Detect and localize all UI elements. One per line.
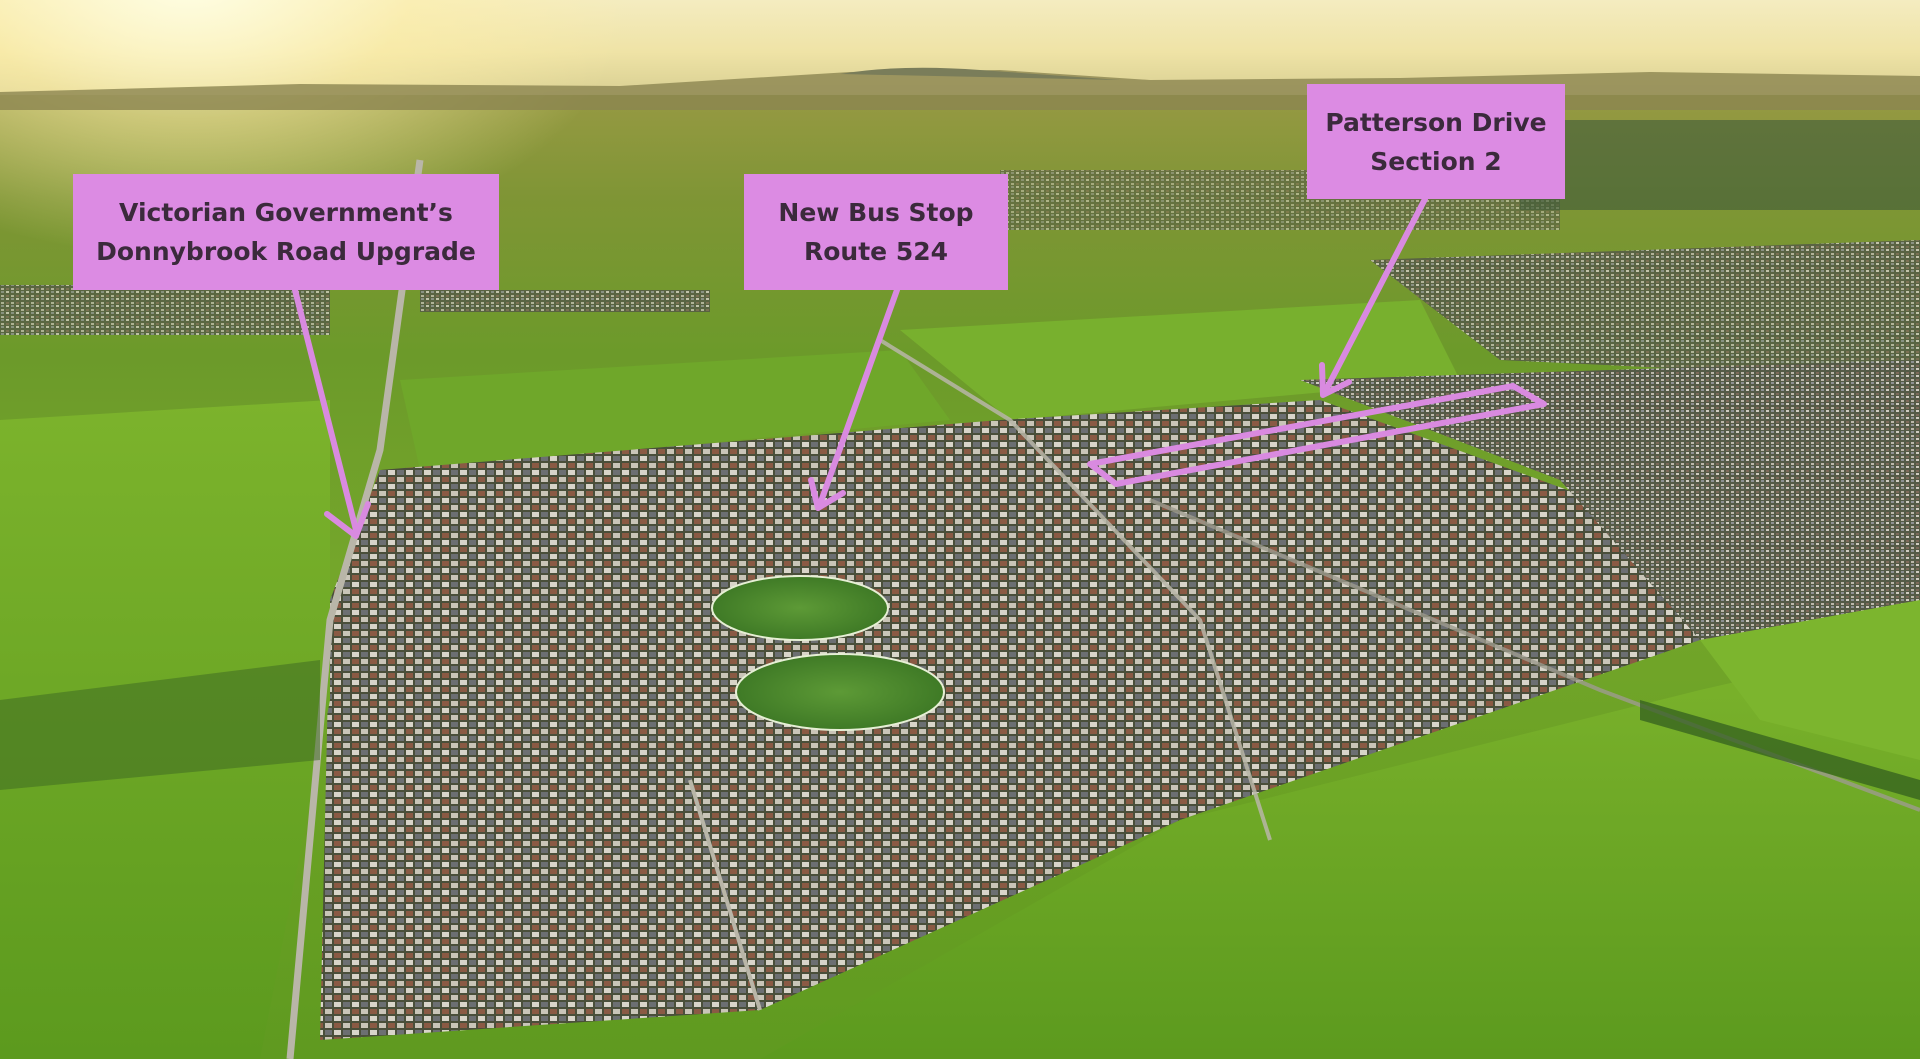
patterson-drive-callout: Patterson Drive Section 2 — [1307, 84, 1565, 199]
donnybrook-callout-line1: Victorian Government’s — [119, 198, 453, 227]
east-road — [1149, 498, 1920, 812]
patterson-callout-line1: Patterson Drive — [1325, 107, 1547, 137]
housing-estate — [320, 400, 1700, 1040]
donnybrook-callout-line2: Donnybrook Road Upgrade — [96, 237, 476, 266]
tree-line-east — [1640, 700, 1920, 800]
far-suburb-center — [420, 290, 710, 312]
estate-drive — [688, 779, 762, 1011]
bus-stop-callout-line2: Route 524 — [803, 237, 949, 266]
far-suburb-left — [0, 285, 330, 335]
field-east-edge — [1700, 600, 1920, 760]
patterson-callout-line2: Section 2 — [1370, 146, 1502, 176]
sports-oval-north — [711, 575, 889, 641]
tree-band-west — [0, 660, 320, 790]
estate-road — [878, 338, 1272, 841]
donnybrook-road-upgrade-callout: Victorian Government’s Donnybrook Road U… — [73, 174, 499, 290]
mid-field-west — [400, 350, 950, 470]
mountain-ridge — [840, 67, 1120, 80]
suburb-east — [1370, 240, 1920, 380]
bus-stop-callout-line1: New Bus Stop — [778, 198, 974, 227]
sports-oval-south — [735, 653, 945, 731]
near-field-southeast — [760, 640, 1920, 1059]
far-trees-east — [1520, 120, 1920, 210]
bus-stop-callout: New Bus Stop Route 524 — [744, 174, 1008, 290]
